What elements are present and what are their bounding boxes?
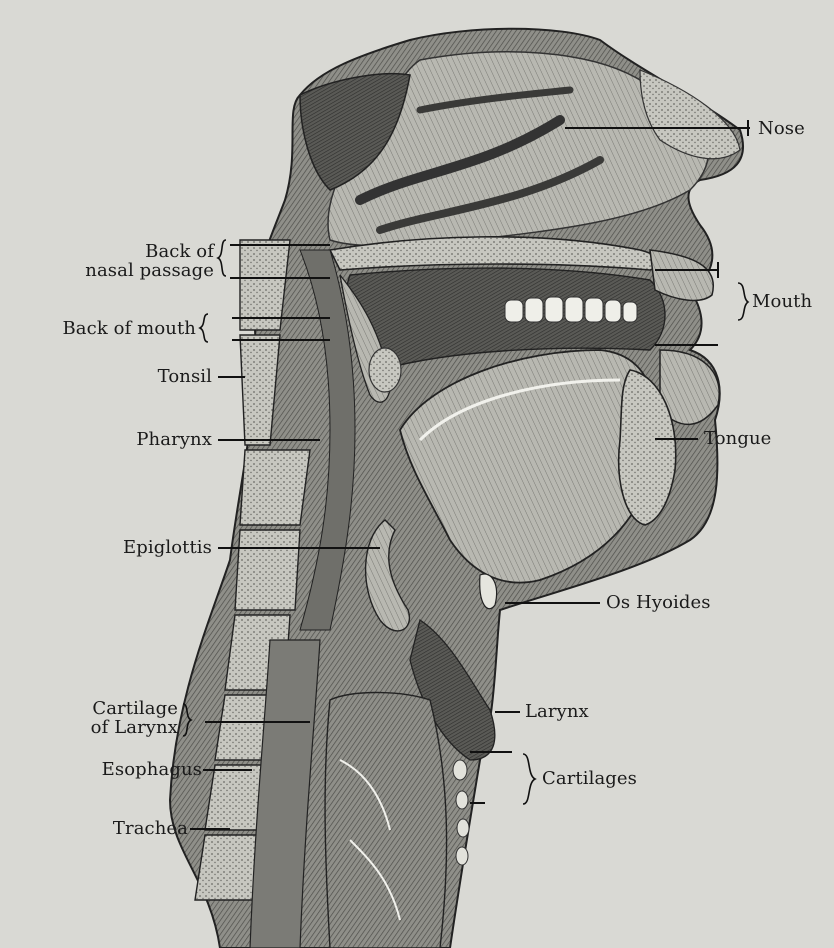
label-os-hyoides: Os Hyoides <box>606 593 711 613</box>
label-back-of-mouth: Back of mouth <box>4 319 196 339</box>
label-epiglottis: Epiglottis <box>40 538 212 558</box>
label-mouth: Mouth <box>752 292 812 312</box>
label-trachea: Trachea <box>24 819 188 839</box>
label-tongue: Tongue <box>704 429 771 449</box>
label-back-of-nasal-passage-line2: nasal passage <box>14 261 214 280</box>
label-nose: Nose <box>758 119 805 139</box>
label-back-of-nasal-passage-line1: Back of <box>62 242 214 261</box>
label-tonsil: Tonsil <box>76 367 212 387</box>
label-esophagus: Esophagus <box>30 760 202 780</box>
label-cartilage-of-larynx-line1: Cartilage <box>2 699 178 718</box>
label-larynx: Larynx <box>525 702 589 722</box>
label-cartilage-of-larynx-line2: of Larynx <box>2 718 178 737</box>
label-pharynx: Pharynx <box>70 430 212 450</box>
label-cartilages: Cartilages <box>542 769 637 789</box>
trachea <box>325 693 447 948</box>
